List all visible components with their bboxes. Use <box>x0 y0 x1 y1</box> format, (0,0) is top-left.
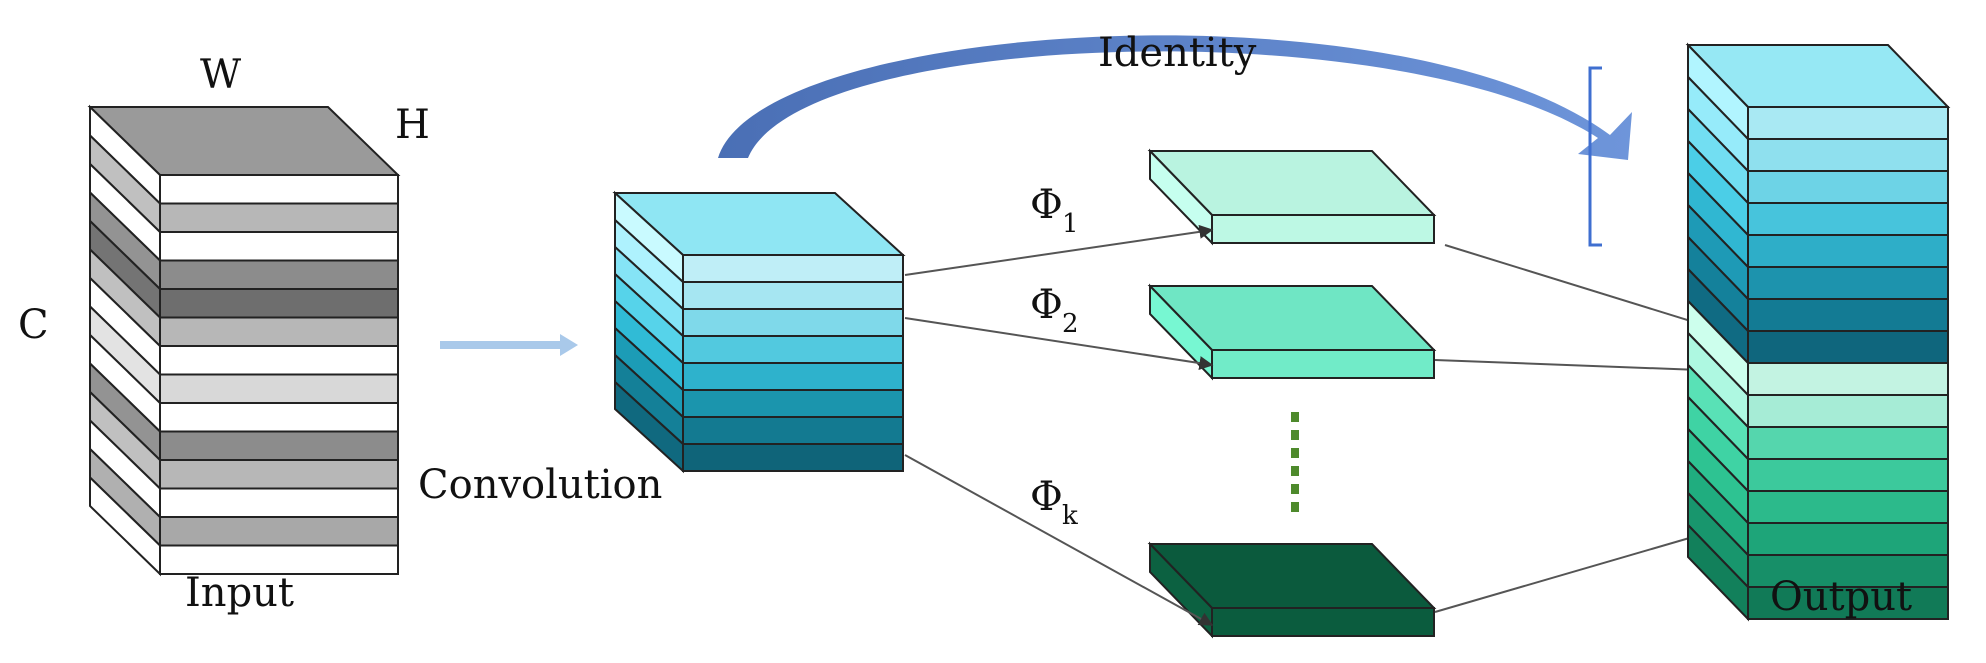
label-convolution: Convolution <box>418 462 662 508</box>
conv-front-slice <box>682 362 904 391</box>
input-front-slice <box>159 487 399 518</box>
output-front-slice <box>1747 458 1949 492</box>
label-w: W <box>200 52 241 98</box>
output-front-slice <box>1747 330 1949 364</box>
feature-map-phi1-front-slice <box>1211 214 1435 244</box>
input-front-slice <box>159 373 399 404</box>
label-phi-1: Φ 1 <box>1030 182 1079 239</box>
conv-front-slice <box>682 389 904 418</box>
input-front-slice <box>159 288 399 319</box>
convolution-arrow <box>440 334 578 356</box>
output-front-slice <box>1747 202 1949 236</box>
feature-map-phik-front-slice <box>1211 607 1435 637</box>
phi-subscript-1: 1 <box>1062 209 1079 239</box>
output-front-slice <box>1747 426 1949 460</box>
output-front-slice <box>1747 170 1949 204</box>
conv-front-slice <box>682 335 904 364</box>
label-h: H <box>395 102 430 148</box>
input-feature-map <box>87 104 401 577</box>
label-c: C <box>18 302 49 348</box>
phi-symbol-k: Φ <box>1030 474 1063 520</box>
input-front-slice <box>159 544 399 575</box>
identity-arrow <box>718 35 1632 160</box>
ghost-feature-maps <box>1147 148 1437 639</box>
convolution-feature-map <box>612 190 906 474</box>
phi-symbol-1: Φ <box>1030 182 1063 228</box>
input-front-slice <box>159 316 399 347</box>
output-front-slice <box>1747 586 1949 620</box>
input-front-slice <box>159 202 399 233</box>
conv-front-slice <box>682 416 904 445</box>
phi-symbol-2: Φ <box>1030 282 1063 328</box>
conv-front-slice <box>682 281 904 310</box>
output-front-slice <box>1747 394 1949 428</box>
phi-subscript-2: 2 <box>1062 309 1079 339</box>
line-conv-phi2 <box>904 317 1214 371</box>
label-input: Input <box>185 570 294 616</box>
output-feature-map <box>1685 42 1951 622</box>
output-front-slice <box>1747 138 1949 172</box>
label-phi-k: Φ k <box>1030 474 1078 531</box>
output-front-slice <box>1747 106 1949 140</box>
input-front-slice <box>159 430 399 461</box>
label-identity: Identity <box>1098 30 1257 76</box>
input-front-slice <box>159 174 399 205</box>
label-phi-2: Φ 2 <box>1030 282 1079 339</box>
output-front-slice <box>1747 234 1949 268</box>
output-front-slice <box>1747 266 1949 300</box>
input-front-slice <box>159 402 399 433</box>
line-conv-phik <box>904 454 1214 626</box>
input-front-slice <box>159 459 399 490</box>
line-phik-output <box>1434 528 1712 613</box>
output-front-slice <box>1747 362 1949 396</box>
feature-map-phi2-front-slice <box>1211 349 1435 379</box>
phi-subscript-k: k <box>1062 501 1078 531</box>
input-front-slice <box>159 259 399 290</box>
label-output: Output <box>1770 574 1912 620</box>
line-conv-phi1 <box>904 224 1214 276</box>
identity-bracket <box>1588 66 1602 247</box>
input-front-slice <box>159 345 399 376</box>
conv-front-slice <box>682 308 904 337</box>
input-front-slice <box>159 231 399 262</box>
conv-front-slice <box>682 443 904 472</box>
output-front-slice <box>1747 298 1949 332</box>
conv-front-slice <box>682 254 904 283</box>
output-front-slice <box>1747 490 1949 524</box>
input-front-slice <box>159 516 399 547</box>
output-front-slice <box>1747 522 1949 556</box>
